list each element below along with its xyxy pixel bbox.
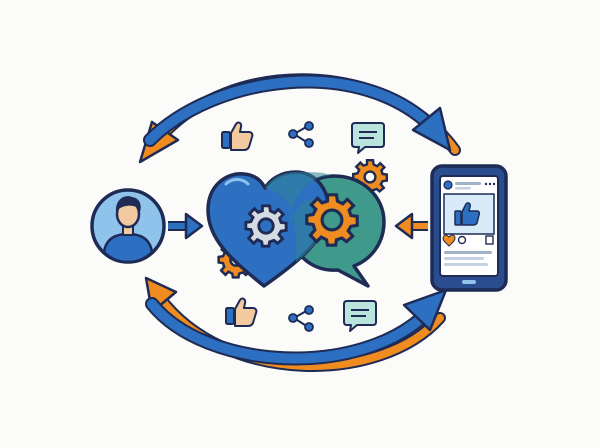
post-heart-icon [442,234,456,247]
person-avatar-icon [90,188,166,264]
top-cycle-arrows [138,73,461,164]
smartphone-icon [430,164,508,292]
chat-icon-bottom [343,300,377,332]
input-arrow-right-icon [394,212,428,240]
post-avatar-icon [443,180,453,190]
input-arrow-left-icon [168,212,204,240]
bottom-cycle-arrows [144,276,448,372]
share-icon [288,121,314,148]
share-icon-bottom [288,305,314,332]
thumbs-up-icon-bottom [225,297,258,327]
top-blue-arrowhead-icon [411,106,452,152]
post-bookmark-icon [485,235,494,245]
post-comment-icon [457,235,467,245]
orange-gear-icon [305,193,359,247]
small-orange-gear-top-icon [352,158,388,196]
bottom-blue-arrowhead-icon [402,288,448,332]
chat-icon [351,122,385,154]
thumbs-up-icon [221,121,254,151]
post-thumbs-up-icon [454,202,481,226]
center-cluster [206,158,388,288]
gear-icon [244,204,288,248]
